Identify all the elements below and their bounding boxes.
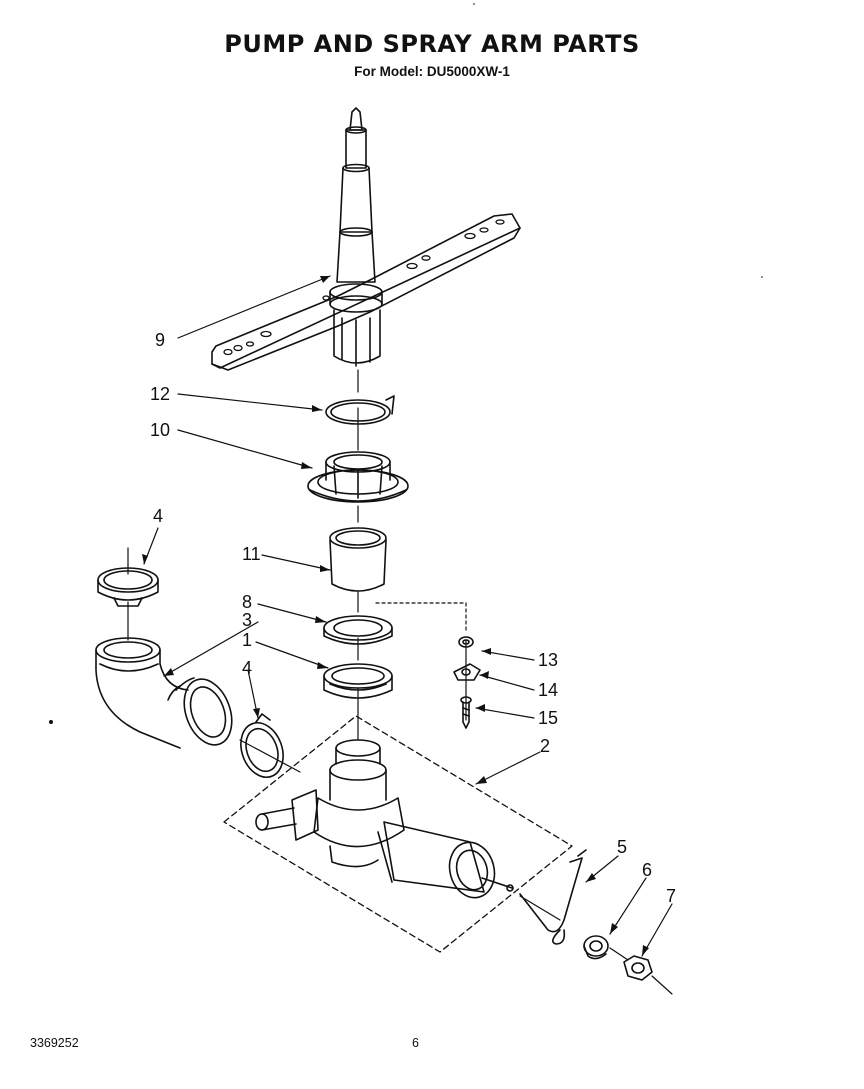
callout-5: 5 xyxy=(617,837,627,857)
callout-6: 6 xyxy=(642,860,652,880)
hub-fins xyxy=(333,309,381,367)
callout-9: 9 xyxy=(155,330,165,350)
pump-motor-assembly xyxy=(223,715,573,953)
callout-4-lower: 4 xyxy=(242,658,252,678)
center-axis-lines xyxy=(127,369,673,995)
shaft-upper xyxy=(345,129,367,169)
retaining-ring xyxy=(325,395,395,425)
callout-12: 12 xyxy=(150,384,170,404)
callout-labels: 9 12 10 4 11 8 3 1 4 13 14 15 2 5 6 7 xyxy=(150,330,676,906)
callout-8: 8 xyxy=(242,592,252,612)
callout-4-upper: 4 xyxy=(153,506,163,526)
callout-11: 11 xyxy=(242,544,261,564)
bearing-cup xyxy=(329,527,387,592)
callout-1: 1 xyxy=(242,630,252,650)
document-number: 3369252 xyxy=(30,1036,79,1050)
callout-14: 14 xyxy=(538,680,558,700)
spray-arm-assembly xyxy=(211,107,521,371)
hose-clamp-upper xyxy=(97,567,159,607)
drain-hose xyxy=(95,637,233,749)
shaft-middle xyxy=(339,167,373,233)
model-subtitle: For Model: DU5000XW-1 xyxy=(354,64,510,79)
callout-7: 7 xyxy=(666,886,676,906)
scan-specks xyxy=(49,3,763,724)
callout-15: 15 xyxy=(538,708,558,728)
seal xyxy=(323,615,393,645)
connector-dashed xyxy=(375,602,467,633)
spray-nozzles xyxy=(223,219,505,356)
callout-10: 10 xyxy=(150,420,170,440)
callout-3: 3 xyxy=(242,610,252,630)
hose-clamp-lower xyxy=(240,713,284,778)
callout-2: 2 xyxy=(540,736,550,756)
callout-13: 13 xyxy=(538,650,558,670)
assembly-dashed-box xyxy=(223,715,573,953)
hex-nut xyxy=(623,955,653,981)
leader-lines xyxy=(143,275,673,957)
screw xyxy=(460,696,472,729)
shaft-lower xyxy=(336,231,376,283)
bracket-spring xyxy=(519,849,587,945)
page-title: PUMP AND SPRAY ARM PARTS xyxy=(224,30,640,58)
clip xyxy=(453,663,481,681)
spray-arm-support xyxy=(307,451,409,503)
spray-arm-underside xyxy=(211,227,521,369)
leader-arrowheads xyxy=(142,276,649,956)
gasket xyxy=(323,663,393,699)
washer xyxy=(458,636,474,648)
grommet xyxy=(583,935,609,960)
page-number: 6 xyxy=(412,1036,419,1050)
